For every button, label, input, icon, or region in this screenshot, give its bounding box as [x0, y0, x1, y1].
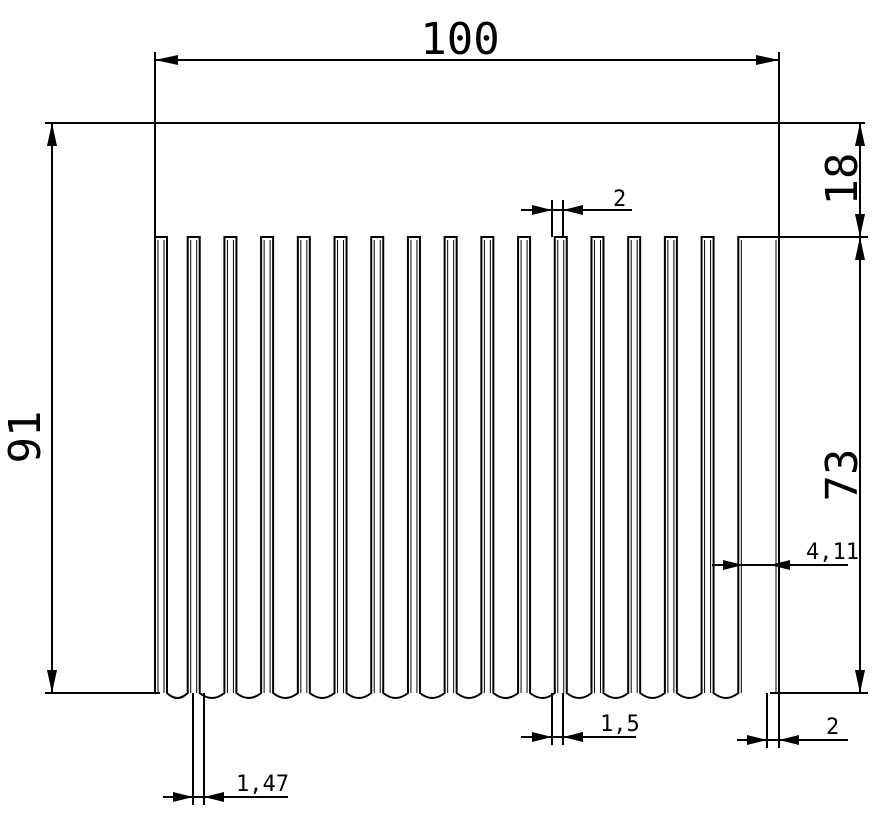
heatsink-profile-outline	[154, 236, 780, 699]
dimension-overall-height: 91	[0, 411, 51, 464]
dimension-fin-tip-width: 2	[613, 187, 626, 212]
dimension-outer-fin-width: 2	[826, 715, 839, 740]
fin-outline	[154, 236, 780, 699]
arrowheads	[47, 55, 865, 802]
dimension-fin-root-gap: 1,5	[600, 712, 640, 737]
dimension-fin-wall: 1,47	[236, 772, 289, 797]
dimension-fin-spacing: 4,11	[806, 540, 859, 565]
dimension-overall-width: 100	[420, 14, 499, 65]
dimension-fin-height: 73	[817, 449, 868, 502]
dimension-base-thickness: 18	[817, 153, 868, 206]
